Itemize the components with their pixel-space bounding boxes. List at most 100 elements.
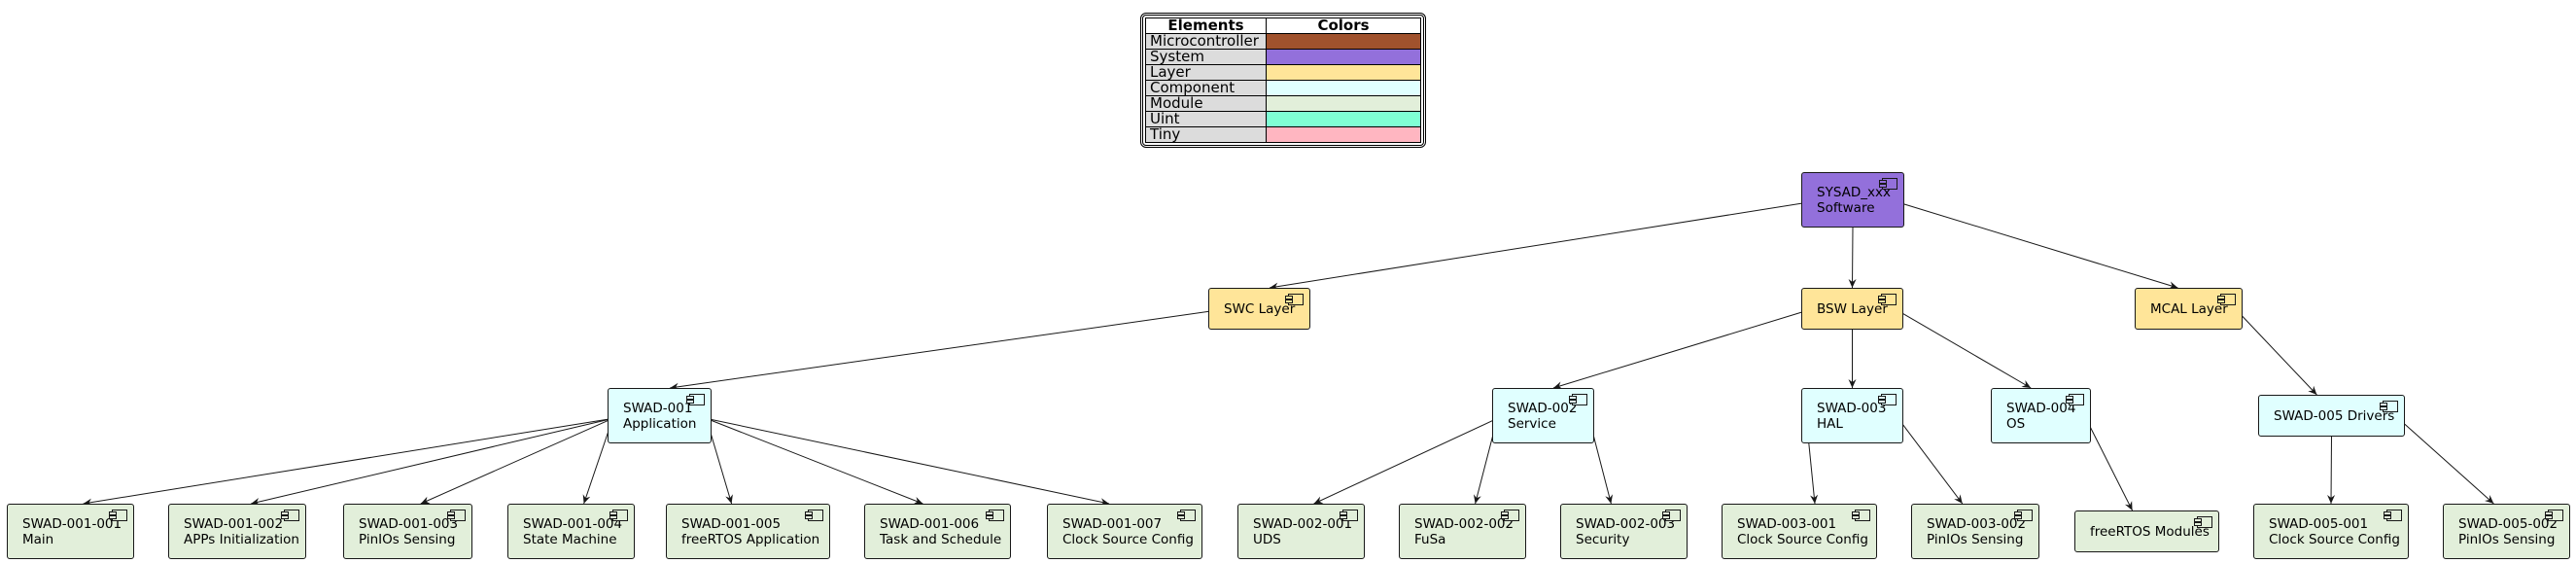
edge-swc-to-c001 [670, 310, 1214, 391]
legend-color-swatch [1266, 80, 1421, 96]
node-bsw[interactable]: BSW Layer [1801, 288, 1903, 330]
edge-sys-to-swc [1269, 201, 1807, 291]
edge-c002-to-m002_001 [1313, 417, 1498, 505]
node-label-line: MCAL Layer [2150, 300, 2228, 317]
legend-color-swatch [1266, 64, 1421, 81]
legend-element-label: Module [1145, 95, 1267, 112]
node-label-line: Service [1508, 415, 1556, 432]
node-label-line: SWAD-001-004 [523, 515, 623, 532]
component-icon [1878, 394, 1897, 405]
legend-row: Tiny [1145, 126, 1421, 143]
legend-element-label: Component [1145, 80, 1267, 96]
edge-sys-to-bsw [1848, 227, 1857, 289]
edge-c004-to-m004_rtos [2085, 418, 2134, 511]
legend-element-label: System [1145, 49, 1267, 65]
edge-mcal-to-c005 [2237, 310, 2317, 396]
component-icon [1285, 294, 1304, 305]
node-label-line: OS [2006, 415, 2026, 432]
node-mcal[interactable]: MCAL Layer [2135, 288, 2243, 330]
component-icon [805, 510, 823, 521]
legend-header-elements: Elements [1145, 18, 1267, 34]
node-label-line: HAL [1817, 415, 1843, 432]
node-label-line: Clock Source Config [1062, 531, 1194, 547]
legend-color-swatch [1266, 33, 1421, 50]
legend-color-swatch [1266, 49, 1421, 65]
node-label-line: SWAD-005-001 [2269, 515, 2369, 532]
edge-bsw-to-c002 [1552, 310, 1807, 390]
node-c005[interactable]: SWAD-005 Drivers [2258, 395, 2405, 437]
legend-color-swatch [1266, 111, 1421, 127]
legend-row: Module [1145, 95, 1421, 112]
node-label-line: SWAD-002-002 [1414, 515, 1514, 532]
node-label-line: Security [1576, 531, 1630, 547]
node-label-line: Software [1817, 199, 1875, 216]
legend-element-label: Tiny [1145, 126, 1267, 143]
legend-row: System [1145, 49, 1421, 65]
edge-sys-to-mcal [1898, 201, 2178, 290]
node-label-line: PinIOs Sensing [359, 531, 456, 547]
node-label-line: SWAD-004 [2006, 400, 2076, 416]
node-label-line: SWAD-001-005 [681, 515, 782, 532]
edge-c001-to-m001_006 [706, 417, 923, 505]
component-icon [2217, 294, 2236, 305]
node-label-line: SWAD-002-001 [1253, 515, 1353, 532]
node-label-line: APPs Initialization [184, 531, 299, 547]
component-icon [1501, 510, 1519, 521]
legend-element-label: Uint [1145, 111, 1267, 127]
edge-c001-to-m001_003 [420, 417, 613, 505]
node-m004-rtos[interactable]: freeRTOS Modules [2074, 510, 2219, 552]
edge-c001-to-m001_002 [251, 417, 613, 506]
node-label-line: Task and Schedule [880, 531, 1002, 547]
component-icon [2194, 516, 2212, 528]
node-label-line: SWAD-002-003 [1576, 515, 1676, 532]
component-icon [986, 510, 1004, 521]
node-label-line: Clock Source Config [1737, 531, 1868, 547]
node-label-line: freeRTOS Modules [2090, 523, 2210, 540]
node-label-line: SWAD-001-007 [1062, 515, 1163, 532]
node-label-line: UDS [1253, 531, 1281, 547]
node-label-line: SWAD-005 Drivers [2274, 407, 2395, 424]
component-icon [1852, 510, 1870, 521]
component-icon [1878, 294, 1897, 305]
node-swc[interactable]: SWC Layer [1208, 288, 1310, 330]
legend-header-row: Elements Colors [1145, 18, 1421, 34]
legend-row: Microcontroller [1145, 33, 1421, 50]
component-icon [2380, 401, 2398, 412]
node-label-line: SWAD-001-002 [184, 515, 284, 532]
component-icon [2545, 510, 2563, 521]
component-icon [109, 510, 127, 521]
node-label-line: SWAD-005-002 [2458, 515, 2559, 532]
component-icon [2384, 510, 2402, 521]
node-label-line: SWAD-001-006 [880, 515, 980, 532]
node-label-line: State Machine [523, 531, 617, 547]
node-label-line: SWAD-002 [1508, 400, 1578, 416]
node-label-line: PinIOs Sensing [1927, 531, 2024, 547]
node-label-line: SWAD-003-001 [1737, 515, 1837, 532]
node-label-line: SWAD-001-001 [22, 515, 122, 532]
node-label-line: Application [623, 415, 697, 432]
component-icon [1569, 394, 1587, 405]
edge-bsw-to-c004 [1897, 310, 2032, 389]
component-icon [686, 394, 705, 405]
